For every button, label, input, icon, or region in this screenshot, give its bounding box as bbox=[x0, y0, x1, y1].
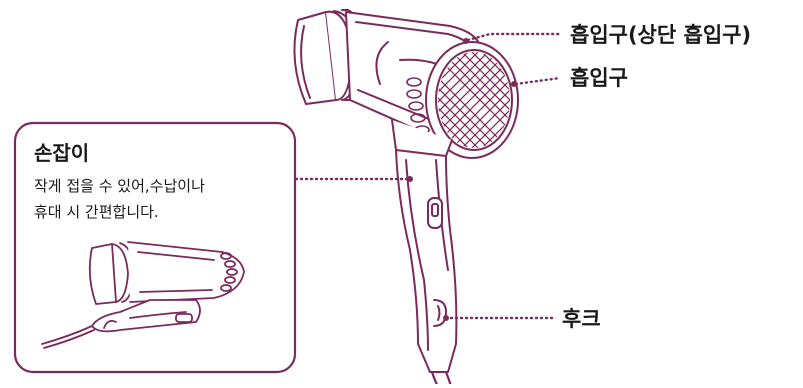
dryer-handle bbox=[396, 150, 456, 372]
dryer-hook bbox=[434, 300, 446, 326]
callout-dot-handle bbox=[407, 176, 413, 182]
hair-dryer-illustration bbox=[294, 10, 540, 384]
handle-box-desc-line1: 작게 접을 수 있어,수납이나 bbox=[34, 177, 205, 195]
callout-dot-hook bbox=[443, 315, 449, 321]
label-intake: 흡입구 bbox=[570, 66, 628, 90]
callout-line-intake bbox=[516, 78, 560, 84]
dryer-cord bbox=[432, 372, 452, 384]
handle-info-box: 손잡이 작게 접을 수 있어,수납이나 휴대 시 간편합니다. bbox=[15, 123, 295, 372]
handle-box-desc-line2: 휴대 시 간편합니다. bbox=[34, 203, 159, 221]
handle-box-title: 손잡이 bbox=[34, 141, 89, 165]
dryer-switch bbox=[428, 198, 442, 228]
callout-dot-top-intake bbox=[463, 38, 469, 44]
callout-line-top-intake bbox=[468, 34, 562, 40]
callout-dot-intake bbox=[511, 81, 517, 87]
label-top-intake: 흡입구(상단 흡입구) bbox=[570, 23, 751, 47]
label-hook: 후크 bbox=[562, 307, 601, 331]
